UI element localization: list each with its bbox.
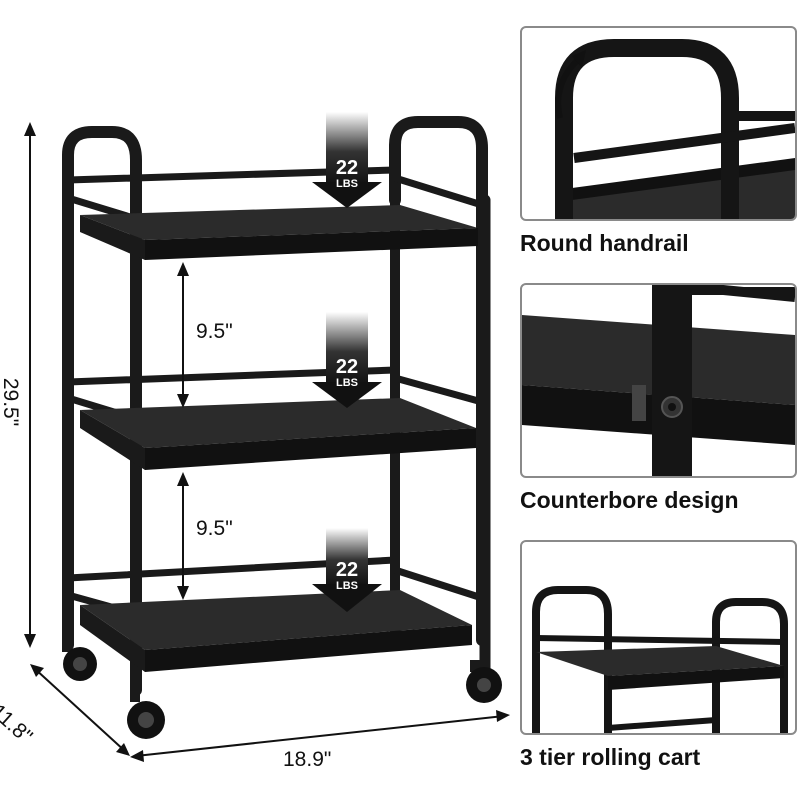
shelf-middle	[80, 398, 476, 470]
gap-lower-label: 9.5"	[196, 517, 233, 540]
load-arrow-1	[312, 112, 382, 208]
caster-wheels	[62, 640, 502, 739]
shelf-top	[80, 205, 478, 260]
gap-upper-label: 9.5"	[196, 320, 233, 343]
dimension-lines	[24, 122, 510, 762]
load-label-middle: 22 LBS	[335, 356, 359, 389]
height-dimension-label: 29.5"	[0, 377, 23, 427]
rolling-cart-closeup	[532, 586, 788, 733]
counterbore-closeup	[522, 285, 795, 476]
detail-panel-handrail	[520, 26, 797, 221]
caption-handrail: Round handrail	[520, 230, 689, 256]
load-arrow-3	[312, 528, 382, 612]
load-arrow-2	[312, 312, 382, 408]
load-label-bottom: 22 LBS	[335, 559, 359, 592]
detail-panel-rolling-cart	[520, 540, 797, 735]
shelf-bottom	[80, 590, 472, 672]
cart-illustration	[24, 112, 510, 762]
handrail-closeup	[555, 39, 795, 219]
width-dimension-label: 18.9"	[283, 748, 332, 771]
detail-panel-counterbore	[520, 283, 797, 478]
load-label-top: 22 LBS	[335, 157, 359, 190]
caption-counterbore: Counterbore design	[520, 487, 739, 513]
caption-rolling-cart: 3 tier rolling cart	[520, 744, 701, 770]
